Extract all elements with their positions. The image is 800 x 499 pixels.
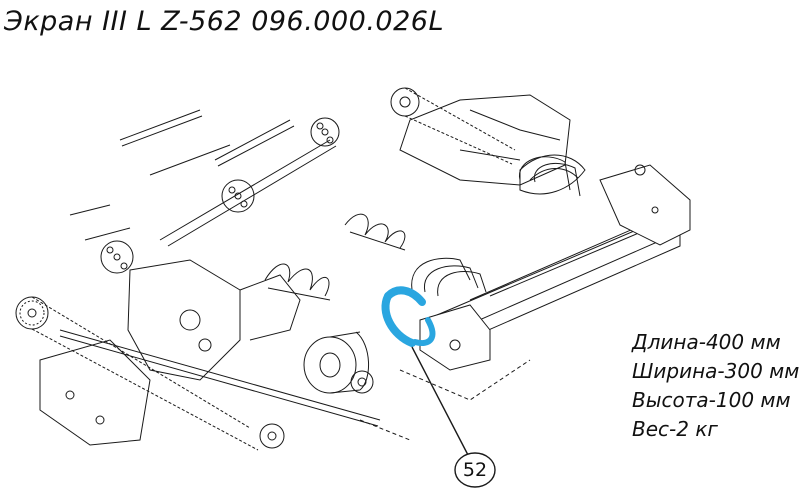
spec-length: Длина-400 мм (632, 330, 781, 354)
disc-wheel-2 (221, 179, 255, 213)
small-parts (69, 109, 231, 241)
spec-list: Длина-400 мм Ширина-300 мм Высота-100 мм… (632, 328, 799, 444)
upper-shaft (159, 139, 337, 247)
left-gearbox (127, 259, 301, 381)
lower-shaft (59, 329, 381, 427)
callout-number: 52 (462, 459, 488, 481)
spec-weight: Вес-2 кг (632, 417, 718, 441)
highlighted-part-52 (381, 286, 426, 347)
disc-wheel-1 (310, 117, 340, 147)
right-end-bracket (599, 164, 691, 246)
callout-circle (454, 452, 496, 488)
assembly-lines (359, 359, 531, 441)
left-gear (15, 296, 49, 330)
upper-right-housing (390, 87, 586, 195)
auger-upper (344, 213, 406, 251)
spec-height: Высота-100 мм (632, 388, 791, 412)
chain-drive-upper (404, 87, 516, 165)
auger-lower (264, 263, 331, 301)
center-bracket (419, 304, 491, 371)
disc-wheel-3 (100, 240, 134, 274)
left-housing (39, 339, 151, 446)
highlighted-part-52-inner (412, 317, 436, 346)
diagram-title: Экран III L Z-562 096.000.026L (4, 6, 444, 37)
long-shaft (214, 119, 295, 167)
chain-drive-left (31, 296, 259, 451)
lower-sprocket (259, 370, 374, 449)
callout-leader-line (411, 346, 469, 456)
curved-guide-plates (411, 156, 581, 297)
spec-width: Ширина-300 мм (632, 359, 800, 383)
